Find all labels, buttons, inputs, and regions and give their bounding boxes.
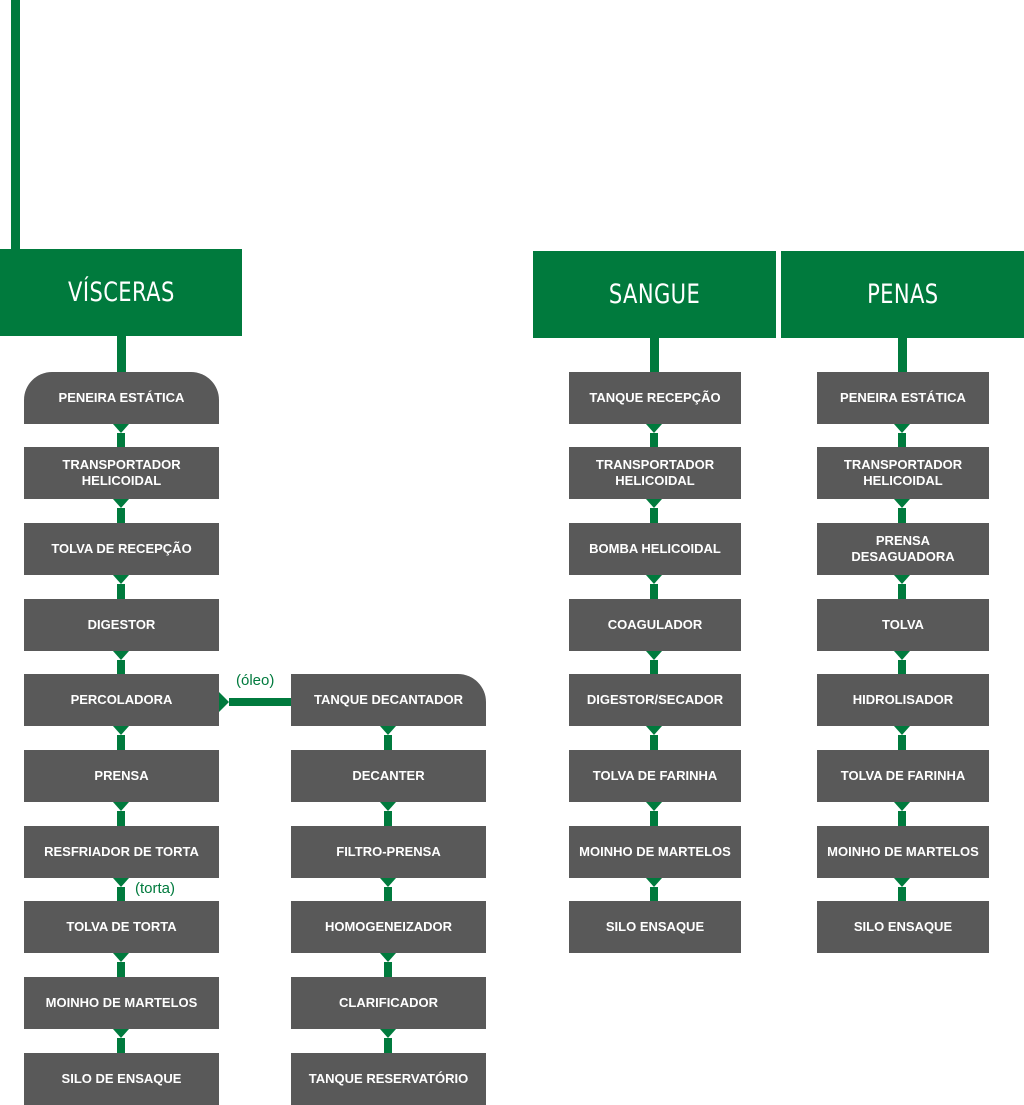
oleo-arrow-1 xyxy=(380,726,396,750)
visceras-step-10: SILO DE ENSAQUE xyxy=(24,1053,219,1105)
sangue-arrow-1 xyxy=(646,424,662,447)
oleo-step-5: CLARIFICADOR xyxy=(291,977,486,1029)
sangue-arrow-2 xyxy=(646,499,662,523)
sangue-arrow-3 xyxy=(646,575,662,599)
penas-step-8: SILO ENSAQUE xyxy=(817,901,989,953)
sangue-step-3: BOMBA HELICOIDAL xyxy=(569,523,741,575)
header-penas: PENAS xyxy=(781,251,1024,338)
visceras-step-3: TOLVA DE RECEPÇÃO xyxy=(24,523,219,575)
oleo-arrow-3 xyxy=(380,878,396,901)
visceras-arrow-8 xyxy=(113,953,129,977)
sangue-step-6: TOLVA DE FARINHA xyxy=(569,750,741,802)
oleo-step-6: TANQUE RESERVATÓRIO xyxy=(291,1053,486,1105)
penas-arrow-7 xyxy=(894,878,910,901)
sangue-step-1: TANQUE RECEPÇÃO xyxy=(569,372,741,424)
penas-step-1: PENEIRA ESTÁTICA xyxy=(817,372,989,424)
sangue-arrow-4 xyxy=(646,651,662,674)
sangue-step-7: MOINHO DE MARTELOS xyxy=(569,826,741,878)
penas-step-6: TOLVA DE FARINHA xyxy=(817,750,989,802)
penas-step-5: HIDROLISADOR xyxy=(817,674,989,726)
sangue-step-2: TRANSPORTADOR HELICOIDAL xyxy=(569,447,741,499)
visceras-step-7: RESFRIADOR DE TORTA xyxy=(24,826,219,878)
visceras-arrow-5 xyxy=(113,726,129,750)
penas-step-7: MOINHO DE MARTELOS xyxy=(817,826,989,878)
header-penas-label: PENAS xyxy=(866,279,939,310)
visceras-step-4: DIGESTOR xyxy=(24,599,219,651)
visceras-step-1: PENEIRA ESTÁTICA xyxy=(24,372,219,424)
penas-arrow-3 xyxy=(894,575,910,599)
header-sangue-label: SANGUE xyxy=(608,279,701,310)
header-visceras-label: VÍSCERAS xyxy=(67,277,175,308)
visceras-step-9: MOINHO DE MARTELOS xyxy=(24,977,219,1029)
penas-header-connector xyxy=(898,338,907,372)
sangue-arrow-5 xyxy=(646,726,662,750)
oleo-arrow-5 xyxy=(380,1029,396,1053)
visceras-arrow-9 xyxy=(113,1029,129,1053)
note-oleo: (óleo) xyxy=(236,672,275,689)
visceras-arrow-2 xyxy=(113,499,129,523)
visceras-arrow-6 xyxy=(113,802,129,826)
visceras-step-5: PERCOLADORA xyxy=(24,674,219,726)
oleo-arrow-2 xyxy=(380,802,396,826)
oleo-step-3: FILTRO-PRENSA xyxy=(291,826,486,878)
penas-arrow-4 xyxy=(894,651,910,674)
top-connector-line xyxy=(11,0,20,250)
sangue-arrow-7 xyxy=(646,878,662,901)
sangue-step-5: DIGESTOR/SECADOR xyxy=(569,674,741,726)
oleo-step-1: TANQUE DECANTADOR xyxy=(291,674,486,726)
visceras-step-8: TOLVA DE TORTA xyxy=(24,901,219,953)
note-torta: (torta) xyxy=(135,880,176,897)
header-visceras: VÍSCERAS xyxy=(0,249,242,336)
visceras-arrow-1 xyxy=(113,424,129,447)
sangue-arrow-6 xyxy=(646,802,662,826)
sangue-step-8: SILO ENSAQUE xyxy=(569,901,741,953)
oleo-arrow-4 xyxy=(380,953,396,977)
penas-step-2: TRANSPORTADOR HELICOIDAL xyxy=(817,447,989,499)
oleo-step-4: HOMOGENEIZADOR xyxy=(291,901,486,953)
sangue-header-connector xyxy=(650,338,659,372)
visceras-arrow-7 xyxy=(113,878,129,901)
visceras-arrow-4 xyxy=(113,651,129,674)
oleo-step-2: DECANTER xyxy=(291,750,486,802)
penas-arrow-6 xyxy=(894,802,910,826)
oil-connector xyxy=(219,692,291,712)
visceras-step-6: PRENSA xyxy=(24,750,219,802)
visceras-step-2: TRANSPORTADOR HELICOIDAL xyxy=(24,447,219,499)
visceras-arrow-3 xyxy=(113,575,129,599)
penas-arrow-2 xyxy=(894,499,910,523)
penas-arrow-1 xyxy=(894,424,910,447)
sangue-step-4: COAGULADOR xyxy=(569,599,741,651)
visceras-header-connector xyxy=(117,336,126,374)
penas-arrow-5 xyxy=(894,726,910,750)
penas-step-3: PRENSA DESAGUADORA xyxy=(817,523,989,575)
penas-step-4: TOLVA xyxy=(817,599,989,651)
header-sangue: SANGUE xyxy=(533,251,776,338)
